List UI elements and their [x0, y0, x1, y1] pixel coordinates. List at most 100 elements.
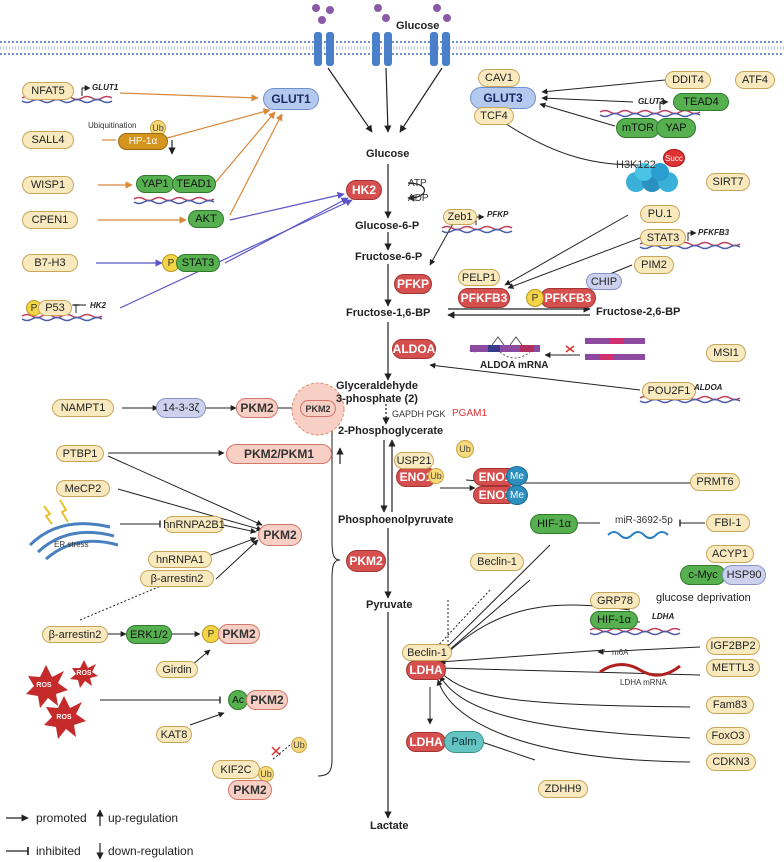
pfkfb3-gene-label: PFKFB3 [698, 228, 730, 237]
sirt7-node: SIRT7 [706, 173, 750, 191]
glucose-deprivation-label: glucose deprivation [656, 592, 751, 604]
mecp2-node: MeCP2 [56, 480, 110, 497]
beta-arrestin2-a-node: β-arrestin2 [140, 570, 214, 587]
hsp90-node: HSP90 [722, 565, 766, 585]
ros-label-1: ROS [36, 681, 52, 689]
zdhh9-node: ZDHH9 [538, 780, 588, 798]
fbi1-node: FBI-1 [706, 514, 750, 532]
methyl-badge-a: Me [506, 466, 528, 486]
nucleosome-graphic [626, 163, 678, 192]
m6a-label: m6A [612, 648, 629, 657]
msi1-node: MSI1 [706, 344, 746, 362]
legend-promoted: promoted [36, 811, 87, 825]
glut3-node: GLUT3 [470, 87, 536, 109]
mettl3-node: METTL3 [706, 659, 760, 677]
fructose-6-phosphate: Fructose-6-P [355, 251, 423, 263]
mir-3692-5p-label: miR-3692-5p [615, 515, 673, 526]
beta-arrestin2-b-node: β-arrestin2 [42, 626, 108, 643]
pu1-node: PU.1 [640, 205, 680, 223]
yap-node: YAP [656, 118, 696, 138]
akt-node: AKT [188, 210, 224, 228]
hif1a-node: HIF-1α [530, 514, 578, 534]
hif1a-b-node: HIF-1α [590, 611, 638, 629]
ldha-palm-node: LDHA [406, 732, 446, 752]
mtor-node: mTOR [616, 118, 660, 138]
foxo3-node: FoxO3 [706, 727, 750, 745]
cpen1-node: CPEN1 [22, 211, 78, 229]
pgam1-label: PGAM1 [452, 408, 488, 419]
fam83-node: Fam83 [706, 696, 754, 714]
hk2-gene-label: HK2 [90, 301, 107, 310]
atf4-node: ATF4 [735, 71, 775, 89]
legend-up-regulation: up-regulation [108, 811, 179, 825]
legend-down-regulation: down-regulation [108, 844, 194, 858]
pkm2-pkm1-node: PKM2/PKM1 [226, 444, 332, 464]
aldoa-mrna-graphic [470, 336, 645, 360]
ub-badge-kif: Ub [291, 737, 307, 753]
phospho-badge-pfkfb3: P [526, 289, 544, 307]
yap1-node: YAP1 [136, 175, 174, 193]
cdkn3-node: CDKN3 [706, 753, 756, 771]
acyp1-node: ACYP1 [706, 545, 754, 563]
adp-label: ADP [408, 193, 429, 204]
ub-badge-eno1-b: Ub [428, 468, 444, 484]
pkm2-tetramer-node: PKM2 [300, 400, 336, 417]
ldha-mrna-label: LDHA mRNA [620, 678, 667, 687]
ldha-mrna-graphic [599, 663, 681, 677]
membrane-transporter-3 [430, 32, 450, 66]
ptbp1-node: PTBP1 [56, 445, 104, 462]
ub-badge-eno1-a: Ub [456, 440, 474, 458]
hp1a-node: HP-1α [118, 133, 168, 150]
tcf4-node: TCF4 [474, 107, 514, 125]
ros-label-3: ROS [56, 713, 72, 721]
pfkp-node: PFKP [394, 274, 432, 294]
atp-label: ATP [408, 178, 427, 189]
aldoa-gene-label: ALDOA [694, 383, 723, 392]
pelp1-node: PELP1 [458, 269, 500, 286]
p53-node: P53 [38, 300, 72, 316]
chip-node: CHIP [586, 273, 622, 290]
2-phosphoglycerate: 2-Phosphoglycerate [338, 425, 444, 437]
cmyc-node: c-Myc [680, 565, 726, 585]
pim2-node: PIM2 [634, 256, 674, 274]
kat8-node: KAT8 [156, 726, 192, 743]
lactate: Lactate [370, 820, 409, 832]
fructose-2-6-bisphosphate: Fructose-2,6-BP [596, 306, 681, 318]
pfkfb3-phospho-node: PFKFB3 [540, 288, 596, 308]
pkm2-d-node: PKM2 [246, 690, 288, 710]
stat3-right-node: STAT3 [640, 229, 686, 246]
pyruvate: Pyruvate [366, 599, 413, 611]
hnrnpa2b1-node: hnRNPA2B1 [163, 516, 225, 533]
pkm2-b-node: PKM2 [258, 524, 302, 546]
ros-label-2: ROS [76, 669, 92, 677]
sall4-node: SALL4 [22, 131, 74, 149]
er-graphic [28, 499, 119, 561]
membrane-transporter-2 [372, 32, 392, 66]
palmitoylation-badge: Palm [444, 731, 484, 753]
succinylation-badge: Succ [663, 149, 685, 167]
girdin-node: Girdin [156, 661, 198, 678]
grp78-node: GRP78 [590, 592, 640, 609]
aldoa-node: ALDOA [392, 339, 436, 359]
legend-inhibited: inhibited [36, 844, 81, 858]
hk2-node: HK2 [346, 180, 382, 200]
tead4-node: TEAD4 [673, 93, 729, 111]
gapdh-pgk-label: GAPDH PGK [392, 409, 446, 419]
fructose-1-6-bisphosphate: Fructose-1,6-BP [346, 307, 431, 319]
pou2f1-node: POU2F1 [642, 382, 696, 400]
methyl-badge-b: Me [506, 485, 528, 505]
legend-marks [6, 809, 104, 860]
igf2bp2-node: IGF2BP2 [706, 637, 760, 655]
mirna-graphic [607, 531, 669, 539]
glut1-node: GLUT1 [263, 88, 319, 110]
glucose-extracellular: Glucose [396, 20, 440, 32]
ros-graphic [26, 660, 98, 739]
h3k122-label: H3K122 [616, 159, 656, 171]
glucose-intracellular: Glucose [366, 148, 410, 160]
pkm2-a-node: PKM2 [236, 398, 278, 418]
phospho-badge-pkm2: P [202, 625, 220, 643]
glucose-molecules [312, 4, 451, 24]
14-3-3-zeta-node: 14-3-3ζ [156, 398, 206, 418]
acetyl-badge: Ac [228, 690, 248, 710]
